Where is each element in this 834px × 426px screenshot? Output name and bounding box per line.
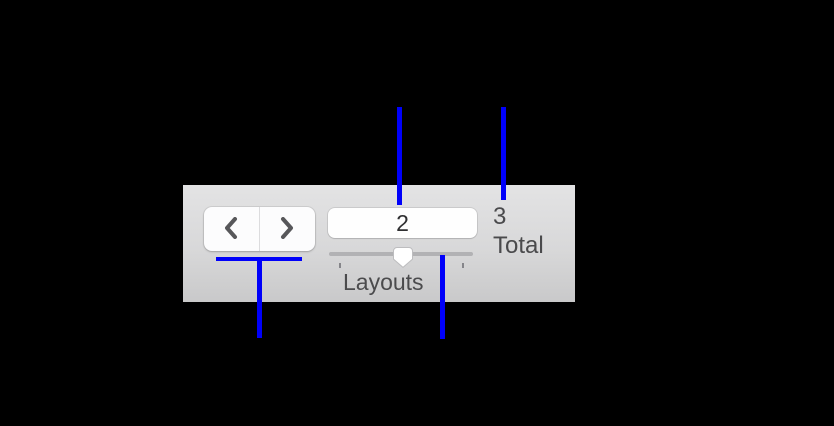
layouts-slider-label: Layouts [343,269,424,295]
slider-tick-right [462,263,464,268]
layouts-slider-thumb[interactable] [393,247,413,269]
current-layout-number-field[interactable]: 2 [328,208,477,238]
next-layout-button[interactable] [260,207,316,251]
callout-line-layout-field [397,107,402,205]
previous-layout-button[interactable] [204,207,260,251]
layout-total-label: Total [493,232,544,259]
callout-line-slider [440,255,445,339]
callout-line-total [501,107,506,200]
layout-total: 3 Total [493,202,544,260]
layouts-toolbar: 2 3 Total Layouts [183,185,575,302]
chevron-left-icon [224,216,238,242]
chevron-right-icon [280,216,294,242]
callout-line-nav [257,257,262,338]
slider-tick-left [339,263,341,268]
layout-nav-segmented-control [204,207,315,251]
layout-total-count: 3 [493,203,507,230]
